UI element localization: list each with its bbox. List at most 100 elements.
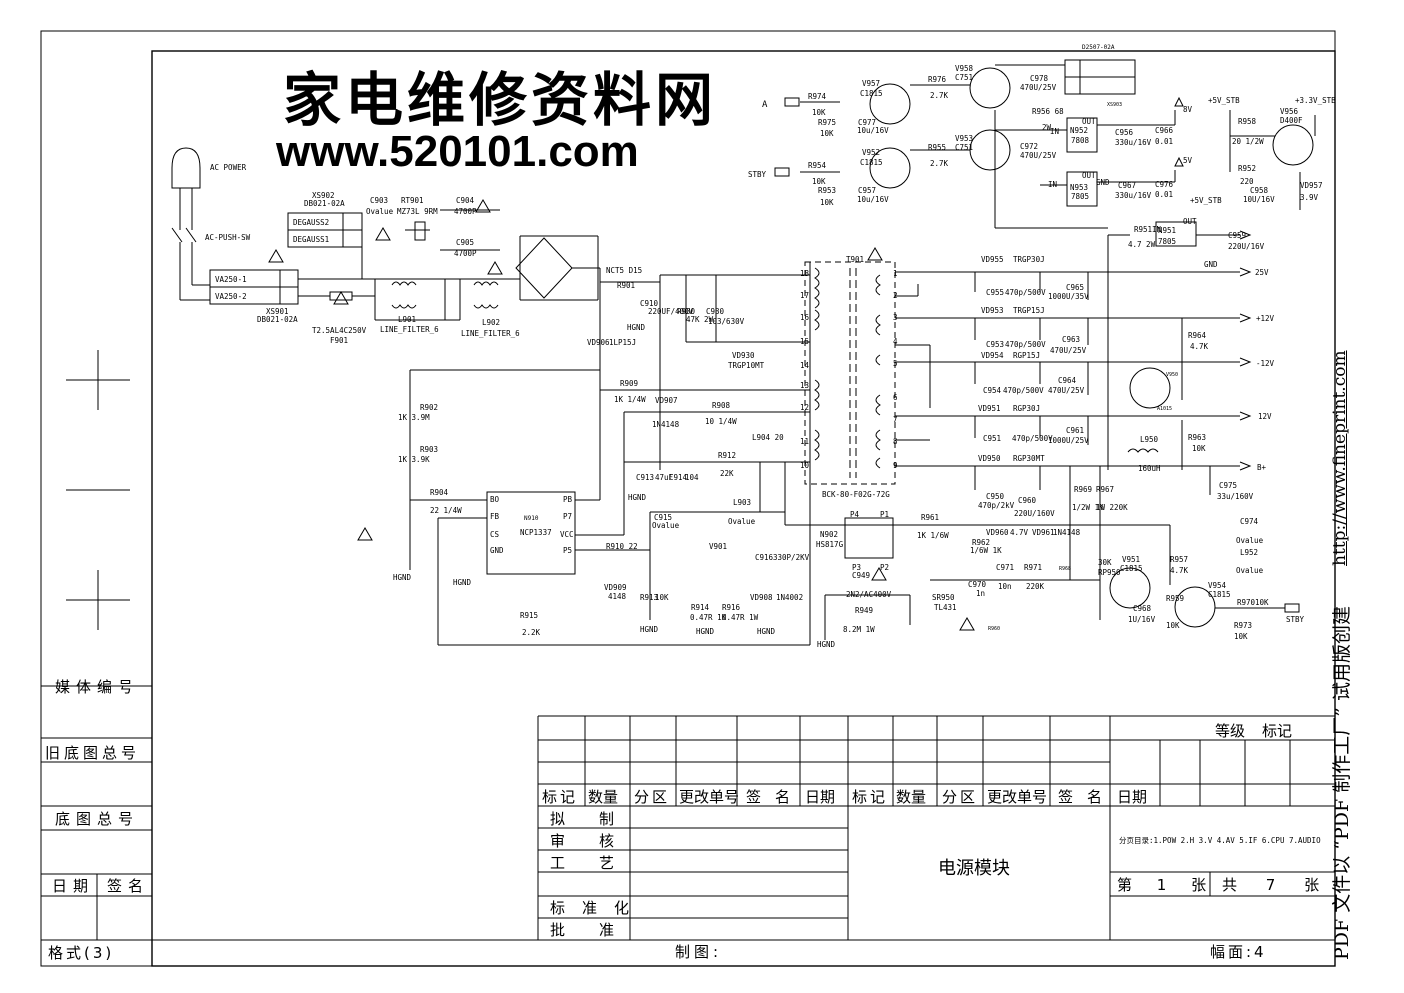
l902-label: L902 <box>482 318 500 327</box>
c916-value-label: 330P/2KV <box>773 553 810 562</box>
output-12v-label: 12V <box>1258 412 1272 421</box>
c970-label: C970 <box>968 580 987 589</box>
t901-pin-1: 1 <box>893 269 898 278</box>
v950-part-label: A1015 <box>1157 406 1172 412</box>
hgnd-label-8: HGND <box>817 640 836 649</box>
ic-pin-pb: PB <box>563 495 573 504</box>
r956-value-label: 2W <box>1042 123 1052 132</box>
label-media-no: 媒体编号 <box>55 678 139 696</box>
xs903-label: XS903 <box>1107 102 1122 108</box>
r913-value-label: 10K <box>655 593 669 602</box>
c953-label: C953 <box>986 340 1004 349</box>
c955-value-label: 470p/500V <box>1005 288 1046 297</box>
sr950-part-label: TL431 <box>934 603 957 612</box>
r959-label: R959 <box>1166 594 1184 603</box>
r969-value-label: 1/2W 1K <box>1072 503 1104 512</box>
hgnd-label-2: HGND <box>628 493 647 502</box>
role-drafter: 拟制 <box>550 810 648 828</box>
component-labels: D2507-02A A STBY STBY AC POWER AC-PUSH-S… <box>205 44 1336 649</box>
c951-value-label: 470p/500V <box>1012 434 1053 443</box>
r908-value-label: 10 1/4W <box>705 417 737 426</box>
rev-header-2: 数量 <box>588 788 618 806</box>
vd961-label: VD961 <box>1032 528 1055 537</box>
n953-part-label: 7805 <box>1071 192 1089 201</box>
c960-label: C960 <box>1018 496 1037 505</box>
v5-stb-label: +5V_STB <box>1208 96 1240 105</box>
c963-label: C963 <box>1062 335 1080 344</box>
r956-label: R956 68 <box>1032 107 1064 116</box>
rev-header-6: 日期 <box>805 788 835 806</box>
r973-label: R973 <box>1234 621 1252 630</box>
rev-header-11: 签名 <box>1058 788 1116 806</box>
r914-value-label: 0.47R 1K <box>690 613 727 622</box>
n951-label: N951 <box>1158 226 1176 235</box>
grade-label: 等级 <box>1215 722 1245 740</box>
ic-pin-p7: P7 <box>563 512 572 521</box>
r953-value-label: 10K <box>820 198 834 207</box>
c967-value-label: 330u/16V <box>1115 191 1152 200</box>
t901-pin-18: 18 <box>800 269 810 278</box>
r962-value-label: 1/6W 1K <box>970 546 1002 555</box>
rev-header-9: 分区 <box>942 788 978 806</box>
r949-label: R949 <box>855 606 873 615</box>
l903-value-label: Ovalue <box>728 517 756 526</box>
rp950-value-label: 30K <box>1098 558 1112 567</box>
v952-label: V952 <box>862 148 880 157</box>
r970-label: R970 <box>1237 598 1256 607</box>
r973-value-label: 10K <box>1234 632 1248 641</box>
vd908-part-label: 1N4002 <box>776 593 803 602</box>
l950-value-label: 160uH <box>1138 464 1161 473</box>
c953-value-label: 470p/500V <box>1005 340 1046 349</box>
v5-stb-label-2: +5V_STB <box>1190 196 1222 205</box>
r913-label: R913 <box>640 593 658 602</box>
c965-label: C965 <box>1066 283 1084 292</box>
input-a-label: A <box>762 100 768 110</box>
role-reviewer: 审核 <box>550 832 648 850</box>
fuse-ref-label: F901 <box>330 336 348 345</box>
l901-name-label: LINE_FILTER_6 <box>380 325 439 334</box>
title-block-grid <box>537 715 1335 940</box>
r958-value-label: 20 1/2W <box>1232 137 1264 146</box>
vd957-label: VD957 <box>1300 181 1323 190</box>
c956-label: C956 <box>1115 128 1134 137</box>
r954-value-label: 10K <box>812 177 826 186</box>
v957-part-label: C1815 <box>860 89 883 98</box>
c958-label: C958 <box>1250 186 1269 195</box>
title-block-text: 媒体编号 旧底图总号 底图总号 日期 签名 格式(3) 制图: 幅面:4 等级 … <box>45 678 1331 962</box>
role-approver: 批准 <box>550 921 648 939</box>
output-arrows <box>774 96 1300 613</box>
vd906-part-label: 1LP15J <box>609 338 636 347</box>
t901-pin-13: 13 <box>800 381 809 390</box>
r910-label: R910 22 <box>606 542 638 551</box>
r967-label: R967 <box>1096 485 1114 494</box>
r976-label: R976 <box>928 75 947 84</box>
n951-in-label: IN <box>1152 225 1161 234</box>
t901-pin-2: 2 <box>893 291 898 300</box>
drawn-by-label: 制图: <box>675 943 722 961</box>
r903-label: R903 <box>420 445 438 454</box>
c968-label: C968 <box>1133 604 1152 613</box>
ic-part-label: NCP1337 <box>520 528 552 537</box>
c905-value-label: 4700P <box>454 249 477 258</box>
r914-label: R914 <box>691 603 710 612</box>
t901-pin-16: 16 <box>800 313 810 322</box>
fineprint-link[interactable]: http://www.fineprint.com <box>1330 350 1350 566</box>
n902-part-label: HS817G <box>816 540 844 549</box>
hgnd-label-3: HGND <box>393 573 412 582</box>
fuse-rating-label: T2.5AL4C250V <box>312 326 367 335</box>
output-5v-label: 5V <box>1183 156 1193 165</box>
hgnd-label-1: HGND <box>627 323 646 332</box>
l904-label: L904 20 <box>752 433 784 442</box>
n952-in-label: IN <box>1050 127 1059 136</box>
sheet-total: 共 7 张 <box>1222 876 1331 894</box>
pdf-side-text: PDF 文件以 “PDF 制作工厂” 试用版创建 <box>1330 606 1353 960</box>
vd950-part-label: RGP30MT <box>1013 454 1045 463</box>
vd906-label: VD906 <box>587 338 610 347</box>
v951-part-label: C1815 <box>1120 564 1143 573</box>
vd957-value-label: 3.9V <box>1300 193 1319 202</box>
r951-label: R951 <box>1134 225 1152 234</box>
l952-value-label: Ovalue <box>1236 566 1264 575</box>
rev-header-7: 标记 <box>852 788 888 806</box>
n952-part-label: 7808 <box>1071 136 1090 145</box>
vd950-label: VD950 <box>978 454 1001 463</box>
